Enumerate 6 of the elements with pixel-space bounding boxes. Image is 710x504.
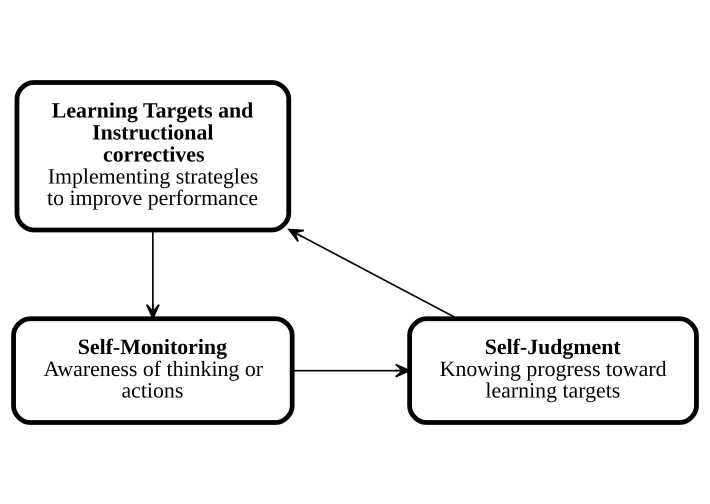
arrow [288, 228, 458, 319]
node-box: Self-Judgment Knowing progress toward learning targets [407, 316, 699, 424]
arrow [292, 363, 410, 378]
node-box: Self-Monitoring Awareness of thinking or actions [11, 316, 295, 424]
node-box: Learning Targets and Instructional correctives Implementing strategles to improve performance [14, 80, 292, 232]
arrow [146, 230, 160, 319]
